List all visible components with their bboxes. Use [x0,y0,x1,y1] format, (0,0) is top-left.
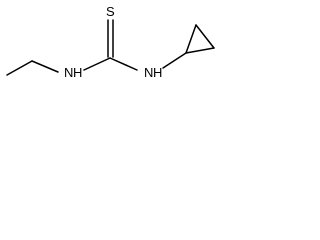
thiourea-structure: S N H N H [6,4,215,80]
nitrogen-right-hydrogen-label: H [153,65,162,80]
nitrogen-left-label: N [64,65,73,80]
sulfur-label: S [106,4,115,19]
bond-carbon-nh-right [109,57,138,71]
bond-nh-cyclopropyl [162,52,187,69]
nitrogen-right-label: N [144,65,153,80]
nitrogen-left-hydrogen-label: H [73,65,82,80]
cyclopropyl-bond-b [195,24,215,49]
bond-nh-carbon-left [83,57,111,71]
cyclopropyl-bond-a [185,24,197,54]
cyclopropyl-bond-c [185,47,215,54]
bond-methyl-ch2 [6,60,33,76]
bond-ch2-nh [31,60,59,73]
